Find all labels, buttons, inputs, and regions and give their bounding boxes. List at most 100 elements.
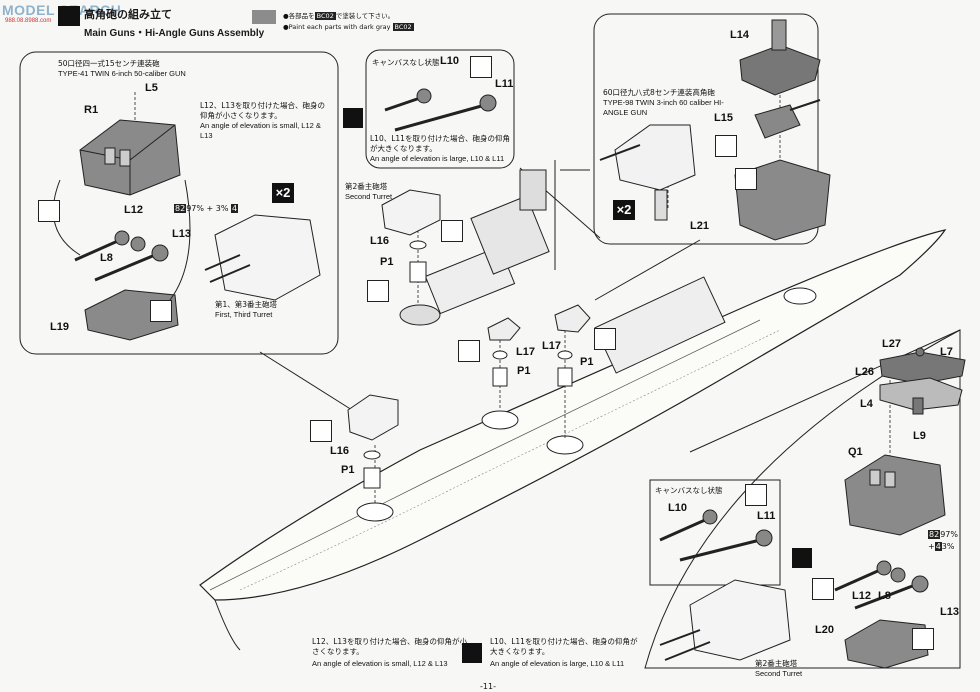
part-label-l19: L19 [50, 321, 69, 333]
center-panel-frame [365, 49, 515, 169]
part-label-l17-b: L17 [542, 340, 561, 352]
cement-icon [594, 328, 616, 350]
part-label-l11-b: L11 [757, 510, 776, 522]
part-label-l13: L13 [172, 228, 191, 240]
left-note-en: An angle of elevation is small, L12 & L1… [200, 121, 321, 140]
cement-icon [367, 280, 389, 302]
turret-r1 [79, 119, 181, 196]
part-label-p1-a: P1 [380, 256, 394, 268]
part-label-l13-b: L13 [940, 606, 959, 618]
turret-second-lower [659, 579, 791, 661]
cement-icon [150, 300, 172, 322]
paint-note-en: ●Paint each parts with dark gray BC02 [283, 23, 414, 31]
part-label-l27: L27 [882, 338, 901, 350]
lower-right-panel-frame [644, 329, 961, 669]
watermark-sub: 988.08.8988.com [5, 18, 52, 24]
bottom-note-right-ja: L10、L11を取り付けた場合、砲身の仰角が大きくなります。 [490, 637, 638, 656]
part-label-q1: Q1 [848, 446, 863, 458]
turret-caption-en: First, Third Turret [215, 310, 273, 319]
part-label-p1-c: P1 [580, 356, 594, 368]
cement-icon [470, 56, 492, 78]
part-label-l14: L14 [730, 29, 749, 41]
left-panel-frame [19, 51, 339, 355]
turret-first-third [204, 214, 321, 301]
part-label-l26: L26 [855, 366, 874, 378]
cement-icon [38, 200, 60, 222]
part-label-l12: L12 [124, 204, 143, 216]
canvas-subpanel-frame [649, 479, 781, 586]
turret-third-exploded [347, 394, 399, 441]
part-label-p1-b: P1 [517, 365, 531, 377]
turret-caption-ja: 第1、第3番主砲塔 [215, 300, 278, 309]
lower-caption-ja: 第2番主砲塔 [755, 659, 798, 668]
cement-icon [812, 578, 834, 600]
bottom-note-left-en: An angle of elevation is small, L12 & L1… [312, 659, 448, 668]
cement-icon [310, 420, 332, 442]
canvas-title-ja: キャンバスなし状態 [655, 486, 723, 495]
gun-barrels-center [384, 88, 497, 132]
paint-mix-right-bottom: +43% [928, 542, 955, 551]
part-label-l17-a: L17 [516, 346, 535, 358]
cement-icon [912, 628, 934, 650]
cement-icon [735, 168, 757, 190]
second-turret-en: Second Turret [345, 192, 393, 201]
gun-barrels-left [74, 230, 169, 282]
left-title-ja: 50口径四一式15センチ連装砲 [58, 59, 160, 68]
part-label-r1: R1 [84, 104, 99, 116]
part-label-l15: L15 [714, 112, 733, 124]
part-label-l11: L11 [495, 78, 514, 90]
angle-arrow-icon [792, 548, 812, 568]
paint-mix-right-top: 8297% [928, 530, 958, 539]
part-label-l8-b: L8 [878, 590, 891, 602]
hi-angle-gun-small-a [487, 317, 521, 341]
bottom-note-left-ja: L12、L13を取り付けた場合、砲身の仰角が小さくなります。 [312, 637, 467, 656]
part-label-l10: L10 [440, 55, 459, 67]
angle-arrow-icon [343, 108, 363, 128]
left-note-ja: L12、L13を取り付けた場合、砲身の仰角が小さくなります。 [200, 101, 325, 120]
right-panel-frame [593, 13, 819, 245]
part-label-l8: L8 [100, 252, 113, 264]
step-number-badge [58, 6, 80, 26]
angle-arrow-icon [462, 643, 482, 663]
turret-base-l20 [844, 619, 929, 669]
page-number: -11- [480, 682, 496, 691]
title-ja: 高角砲の組み立て [84, 8, 172, 21]
part-label-l9: L9 [913, 430, 926, 442]
hi-angle-gun-small-b [554, 304, 591, 333]
cement-icon [715, 135, 737, 157]
turret-q1 [844, 454, 946, 536]
hi-angle-gun [599, 19, 831, 241]
gun-barrels-lower-right [834, 560, 929, 610]
title-en: Main Guns・Hi-Angle Guns Assembly [84, 28, 265, 39]
multiplier-right: ×2 [613, 200, 635, 220]
part-label-l7: L7 [940, 346, 953, 358]
center-note-ja: L10、L11を取り付けた場合、砲身の仰角が大きくなります。 [370, 134, 510, 153]
part-label-l16-b: L16 [330, 445, 349, 457]
part-label-l5: L5 [145, 82, 158, 94]
second-turret-ja: 第2番主砲塔 [345, 182, 388, 191]
paint-swatch [252, 10, 276, 24]
part-label-l16-a: L16 [370, 235, 389, 247]
part-label-p1-d: P1 [341, 464, 355, 476]
paint-mix-left: 8297% + 3% 4 [174, 204, 239, 213]
center-title-ja: キャンバスなし状態 [372, 58, 440, 67]
bracket-l27-l26 [879, 347, 966, 415]
turret-second-exploded [381, 189, 441, 236]
right-title-en: TYPE-98 TWIN 3-inch 60 caliber HI-ANGLE … [603, 98, 724, 117]
right-title-ja: 60口径九八式8センチ連装高角砲 [603, 88, 715, 97]
part-label-l21: L21 [690, 220, 709, 232]
cement-icon [745, 484, 767, 506]
cement-icon [441, 220, 463, 242]
left-title-en: TYPE-41 TWIN 6-inch 50-caliber GUN [58, 69, 186, 78]
part-label-l10-b: L10 [668, 502, 687, 514]
ship-hull [199, 160, 947, 651]
part-label-l20: L20 [815, 624, 834, 636]
multiplier-left: ×2 [272, 183, 294, 203]
lower-caption-en: Second Turret [755, 669, 803, 678]
canvas-barrels [659, 509, 773, 562]
bottom-note-right-en: An angle of elevation is large, L10 & L1… [490, 659, 625, 668]
cement-icon [458, 340, 480, 362]
part-label-l12-b: L12 [852, 590, 871, 602]
